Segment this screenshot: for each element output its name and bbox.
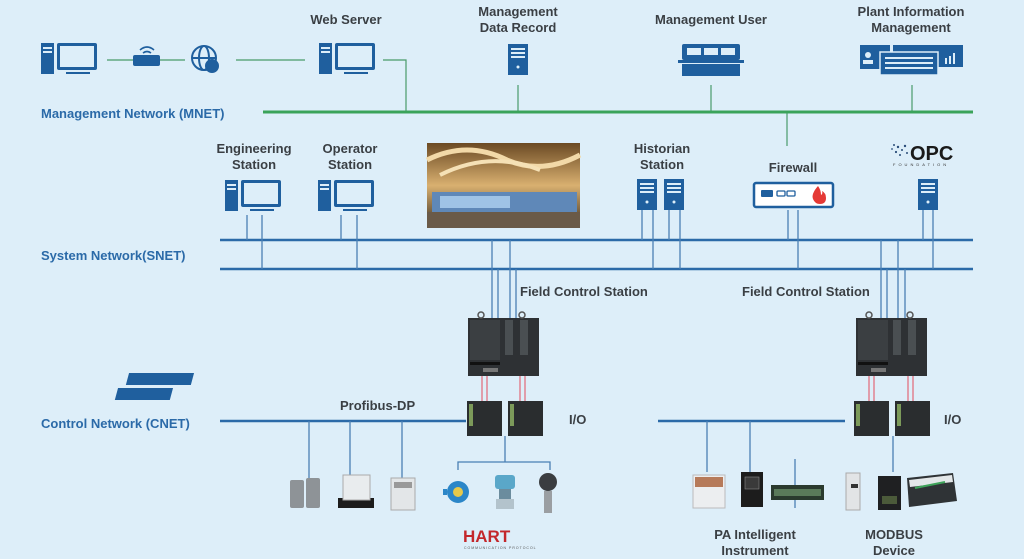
modbus-device-switch: [878, 476, 901, 510]
opc-logo: OPC: [910, 143, 953, 165]
opc-foundation-dots: [891, 144, 908, 156]
control-room-photo: [425, 143, 582, 228]
modbus-line2: Device: [873, 543, 915, 558]
io-modules-left: [467, 401, 543, 436]
hart-logo: HART: [463, 527, 511, 546]
io-left-label: I/O: [569, 412, 587, 427]
plant-info-dashboard-icon: [860, 45, 963, 76]
modbus-device-label: MODBUS Device: [852, 527, 936, 559]
engineering-station-line2: Station: [231, 157, 277, 172]
modbus-device-gateway: [845, 472, 861, 511]
historian-station-label: Historian Station: [622, 141, 702, 173]
cnet-label: Control Network (CNET): [41, 416, 190, 431]
field-control-station-left-device: [468, 311, 539, 376]
operator-station-line2: Station: [327, 157, 373, 172]
modbus-line1: MODBUS: [865, 527, 923, 542]
operator-station-label: Operator Station: [310, 141, 390, 173]
operator-station-line1: Operator: [322, 141, 378, 156]
historian-server-icon: [637, 179, 684, 210]
mnet-label: Management Network (MNET): [41, 106, 225, 121]
management-user-label: Management User: [655, 12, 767, 27]
hart-device-gauge: [539, 473, 557, 513]
hart-logo-sub: COMMUNICATION PROTOCOL: [464, 546, 537, 550]
router-icon: [133, 46, 160, 66]
engineering-station-label: Engineering Station: [209, 141, 299, 173]
io-links-left: [481, 376, 526, 401]
engineering-station-line1: Engineering: [216, 141, 292, 156]
operator-station-icon: [318, 180, 374, 211]
plant-info-line1: Plant Information: [857, 4, 965, 19]
profibus-logo-top: PROFI: [243, 375, 294, 386]
io-right-label: I/O: [944, 412, 962, 427]
pa-line2: Instrument: [721, 543, 789, 558]
field-control-station-left-label: Field Control Station: [520, 284, 648, 299]
mnet-top-links: [107, 59, 913, 146]
pa-device-terminal-strip: [771, 485, 824, 500]
plant-info-management-label: Plant Information Management: [846, 4, 976, 36]
data-record-server-icon: [508, 44, 528, 75]
profibus-dp-label: Profibus-DP: [340, 398, 416, 413]
field-control-station-right-label: Field Control Station: [742, 284, 870, 299]
historian-station-line1: Historian: [633, 141, 691, 156]
snet-label: System Network(SNET): [41, 248, 186, 263]
management-data-record-line1: Management: [478, 4, 558, 19]
management-user-console-icon: [678, 44, 744, 76]
web-server-icon: [319, 43, 375, 74]
internet-globe-icon: [191, 45, 219, 73]
profibus-device-relay: [390, 477, 416, 511]
opc-server-icon: [918, 179, 938, 210]
modbus-device-io-box: [907, 473, 957, 507]
profibus-logo-bottom: BUS: [238, 390, 271, 401]
hart-device-flowmeter: [443, 481, 469, 503]
web-server-label: Web Server: [310, 12, 382, 27]
pa-device-panel: [692, 474, 726, 509]
io-links-right: [868, 376, 914, 401]
profibus-logo: [114, 373, 195, 400]
pa-device-controller: [741, 472, 763, 507]
snet-drops: [246, 210, 934, 318]
field-control-station-right-device: [856, 311, 927, 376]
hart-device-transmitter: [495, 475, 515, 509]
pa-line1: PA Intelligent: [714, 527, 796, 542]
management-data-record-line2: Data Record: [479, 20, 557, 35]
profibus-device-isolators: [290, 478, 320, 508]
historian-station-line2: Station: [639, 157, 685, 172]
management-data-record-label: Management Data Record: [460, 4, 576, 36]
workstation-icon: [41, 43, 97, 74]
firewall-icon: [752, 181, 835, 209]
io-modules-right: [854, 401, 930, 436]
engineering-station-icon: [225, 180, 281, 211]
firewall-label: Firewall: [768, 160, 818, 175]
opc-logo-sub: FOUNDATION: [893, 162, 949, 167]
plant-info-line2: Management: [871, 20, 951, 35]
profibus-device-module: [338, 474, 374, 508]
pa-intelligent-instrument-label: PA Intelligent Instrument: [696, 527, 814, 559]
